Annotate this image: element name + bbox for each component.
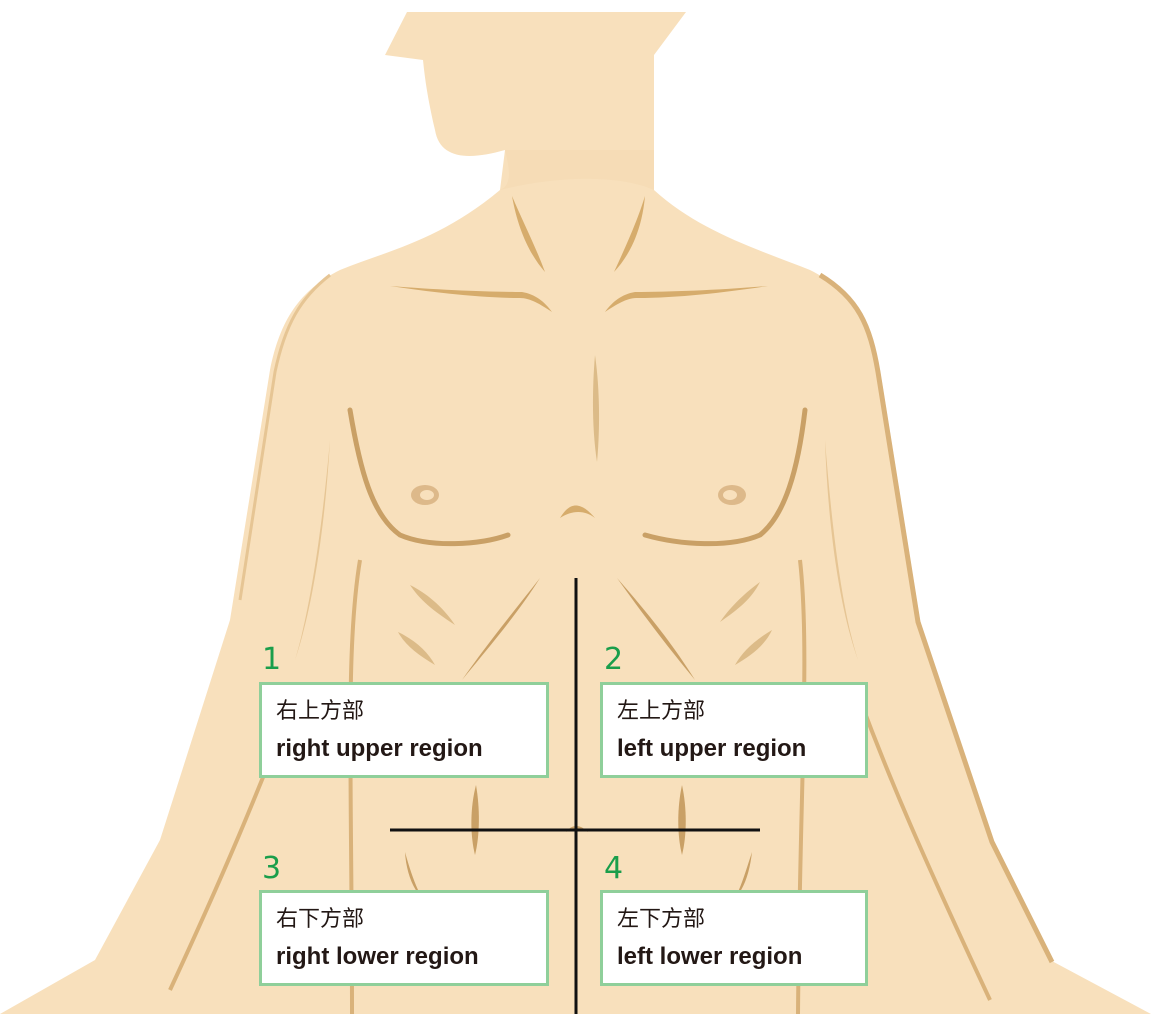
- region-2-cjk-label: 左上方部: [617, 699, 865, 725]
- region-3-number: 3: [262, 854, 281, 884]
- left-nipple-inner: [420, 490, 434, 500]
- region-2-label-box: 左上方部 left upper region: [600, 682, 868, 778]
- right-nipple-inner: [723, 490, 737, 500]
- region-3-en-label: right lower region: [276, 943, 546, 971]
- region-1-label-box: 右上方部 right upper region: [259, 682, 549, 778]
- region-1-number: 1: [262, 645, 281, 675]
- region-4-cjk-label: 左下方部: [617, 907, 865, 933]
- region-4-en-label: left lower region: [617, 943, 865, 971]
- region-4-number: 4: [604, 854, 623, 884]
- region-3-label-box: 右下方部 right lower region: [259, 890, 549, 986]
- region-2-number: 2: [604, 645, 623, 675]
- region-1-cjk-label: 右上方部: [276, 699, 546, 725]
- region-3-cjk-label: 右下方部: [276, 907, 546, 933]
- region-2-en-label: left upper region: [617, 735, 865, 763]
- region-1-en-label: right upper region: [276, 735, 546, 763]
- region-4-label-box: 左下方部 left lower region: [600, 890, 868, 986]
